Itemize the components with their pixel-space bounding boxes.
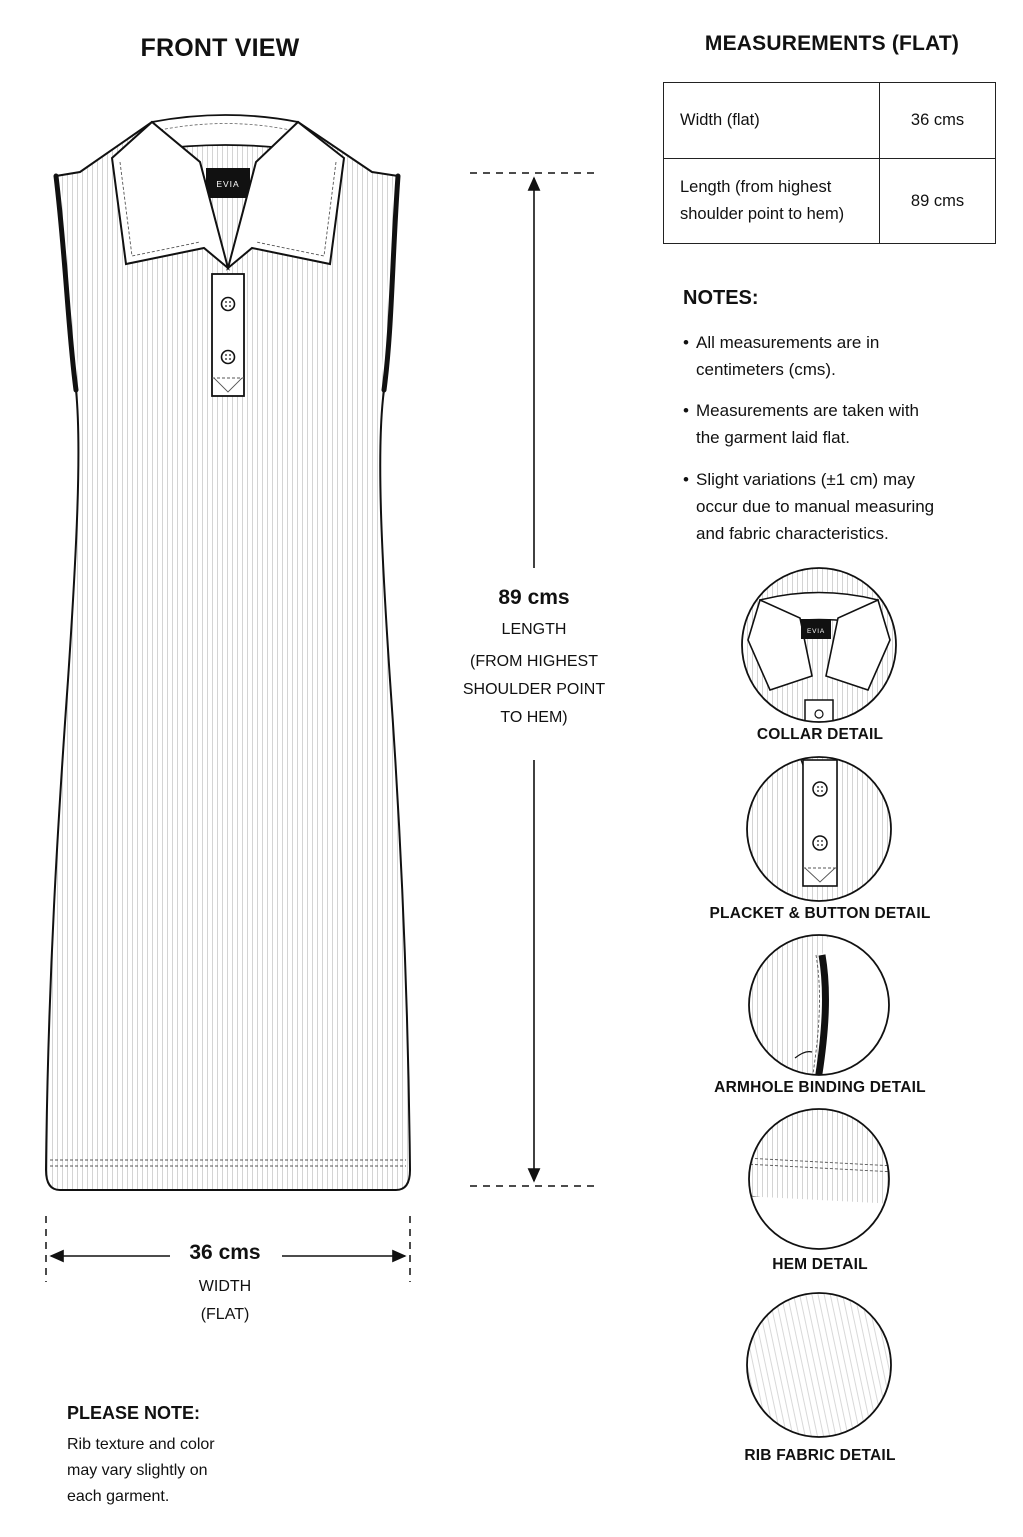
length-sub3: TO HEM)	[500, 709, 568, 726]
note-line: occur due to manual measuring	[696, 497, 935, 516]
note-item: • Measurements are taken with the garment…	[683, 397, 983, 451]
note-text: All measurements are in centimeters (cms)…	[683, 329, 983, 383]
table-row: Length (from highest shoulder point to h…	[663, 158, 996, 244]
front-view-title: FRONT VIEW	[140, 34, 300, 62]
length-sub2: SHOULDER POINT	[462, 681, 606, 698]
collar-brand-text: EVIA	[807, 628, 825, 635]
please-note-line: may vary slightly on	[67, 1462, 208, 1479]
brand-label	[206, 168, 250, 198]
width-value-cell: 36 cms	[879, 82, 996, 159]
armhole-detail-icon	[748, 934, 890, 1076]
note-line: Slight variations (±1 cm) may	[696, 470, 916, 489]
rib-fabric-detail-icon	[746, 1292, 892, 1438]
note-line: and fabric characteristics.	[696, 524, 889, 543]
length-sub1: (FROM HIGHEST	[470, 653, 598, 670]
length-dimension: 89 cms LENGTH (FROM HIGHEST SHOULDER POI…	[454, 586, 614, 732]
note-line: centimeters (cms).	[696, 360, 836, 379]
button	[220, 296, 236, 312]
please-note-text: Rib texture and color may vary slightly …	[67, 1432, 267, 1510]
collar-left-wing	[110, 120, 230, 271]
rib-fabric-detail-label: RIB FABRIC DETAIL	[744, 1447, 896, 1464]
placket	[211, 273, 245, 397]
note-line: All measurements are in	[696, 333, 880, 352]
bullet: •	[683, 470, 689, 489]
brand-label-text: EVIA	[216, 179, 239, 189]
left-armhole-binding	[53, 173, 79, 393]
width-value: 36 cms	[189, 1241, 261, 1264]
button	[220, 349, 236, 365]
width-dimension: 36 cms WIDTH (FLAT)	[165, 1241, 285, 1329]
dress-body	[44, 121, 412, 1191]
note-text: Slight variations (±1 cm) may occur due t…	[683, 466, 983, 547]
placket-detail-icon	[746, 756, 892, 902]
length-label-cell: Length (from highest shoulder point to h…	[663, 158, 880, 244]
measurements-table: Width (flat) 36 cms Length (from highest…	[663, 82, 996, 244]
measurements-title: MEASUREMENTS (FLAT)	[704, 32, 960, 55]
placket-detail-label: PLACKET & BUTTON DETAIL	[709, 905, 931, 922]
length-label: LENGTH	[501, 621, 567, 638]
armhole-detail-label: ARMHOLE BINDING DETAIL	[714, 1079, 926, 1096]
bullet: •	[683, 333, 689, 352]
width-sub: (FLAT)	[200, 1306, 250, 1323]
note-text: Measurements are taken with the garment l…	[683, 397, 983, 451]
hem-detail-icon	[748, 1108, 890, 1250]
length-label-line1: Length (from highest	[680, 178, 832, 196]
notes-title: NOTES:	[683, 287, 759, 309]
table-row: Width (flat) 36 cms	[663, 82, 996, 159]
length-value: 89 cms	[498, 586, 570, 609]
note-line: the garment laid flat.	[696, 428, 851, 447]
right-armhole-binding	[381, 173, 401, 393]
collar-detail-icon: EVIA	[741, 567, 897, 723]
collar-detail-label: COLLAR DETAIL	[756, 726, 884, 743]
please-note-title: PLEASE NOTE:	[67, 1403, 201, 1423]
bullet: •	[683, 401, 689, 420]
note-item: • Slight variations (±1 cm) may occur due…	[683, 466, 983, 547]
note-item: • All measurements are in centimeters (cm…	[683, 329, 983, 383]
width-label: WIDTH	[198, 1278, 252, 1295]
length-label-line2: shoulder point to hem)	[680, 205, 845, 223]
please-note-line: Rib texture and color	[67, 1436, 215, 1453]
hem-detail-label: HEM DETAIL	[772, 1256, 868, 1273]
note-line: Measurements are taken with	[696, 401, 919, 420]
length-value-cell: 89 cms	[879, 158, 996, 244]
collar-right-wing	[226, 120, 346, 271]
please-note-line: each garment.	[67, 1488, 170, 1505]
